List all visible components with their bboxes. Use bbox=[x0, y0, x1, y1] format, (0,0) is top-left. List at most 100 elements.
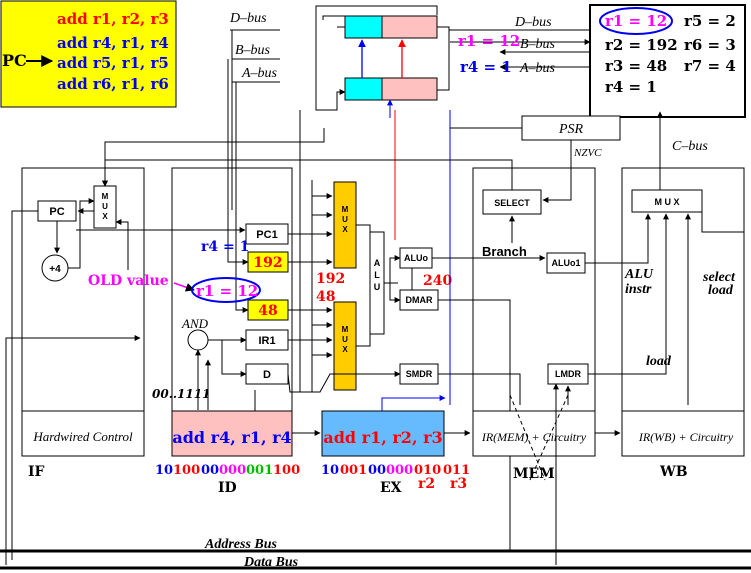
ex-mux1-u: U bbox=[342, 215, 348, 224]
address-bus-label: Address Bus bbox=[204, 537, 278, 552]
reg-r4: r4 = 1 bbox=[605, 78, 657, 96]
system-buses: Address Bus Data Bus bbox=[0, 537, 751, 570]
program-line-3: add r5, r1, r5 bbox=[57, 54, 169, 72]
ir-mem-label: IR(MEM) + Circuitry bbox=[481, 430, 587, 444]
id-instruction: add r4, r1, r4 bbox=[172, 428, 291, 447]
ex-mux2-x: X bbox=[342, 345, 348, 354]
alu-label-l: L bbox=[374, 270, 380, 280]
ex-mux1-x: X bbox=[342, 225, 348, 234]
reg-r3: r3 = 48 bbox=[605, 57, 667, 75]
id-enc-3: 000 bbox=[219, 463, 246, 478]
stage-label-id: ID bbox=[218, 480, 237, 496]
pc-register-label: PC bbox=[49, 206, 64, 218]
stage-label-mem: MEM bbox=[513, 466, 555, 482]
select-load-label-1: select bbox=[702, 270, 736, 285]
id-value-48: 48 bbox=[258, 303, 277, 319]
reg-r2: r2 = 192 bbox=[605, 36, 678, 54]
reg-r6: r6 = 3 bbox=[684, 36, 736, 54]
select-unit-label: SELECT bbox=[494, 198, 530, 208]
ex-enc-0: 10 bbox=[321, 463, 339, 478]
branch-label: Branch bbox=[482, 244, 527, 259]
lmdr-register-label: LMDR bbox=[555, 369, 581, 379]
regfile-bbus-label: B–bus bbox=[520, 37, 556, 52]
regfile-buses: D–bus B–bus A–bus r1 = 12 r4 = 1 bbox=[449, 15, 591, 76]
ir1-register-label: IR1 bbox=[258, 335, 275, 347]
id-enc-0: 10 bbox=[155, 463, 173, 478]
load-label: load bbox=[646, 354, 672, 369]
d-register-label: D bbox=[263, 369, 271, 381]
ir-wb-label: IR(WB) + Circuitry bbox=[638, 430, 734, 444]
and-gate-label: AND bbox=[181, 316, 209, 331]
write-r1-value: r1 = 12 bbox=[458, 32, 520, 50]
id-enc-1: 100 bbox=[173, 463, 200, 478]
aluo-register-label: ALUo bbox=[404, 253, 428, 263]
program-line-2: add r4, r1, r4 bbox=[57, 34, 169, 52]
id-value-192: 192 bbox=[253, 255, 282, 271]
cbus-label: C–bus bbox=[672, 139, 708, 154]
ex-value-240: 240 bbox=[423, 273, 452, 289]
pc1-register-label: PC1 bbox=[256, 229, 277, 241]
ex-stage: M U X M U X A L U 192 48 ALUo DMAR SMDR … bbox=[287, 110, 546, 550]
program-line-4: add r6, r1, r6 bbox=[57, 75, 169, 93]
ex-enc-5: 011 bbox=[443, 463, 470, 478]
r1-old-value: r1 = 12 bbox=[196, 282, 258, 300]
old-value-note: OLD value bbox=[88, 273, 169, 289]
if-stage: PC M U X +4 Hardwired Control IF bbox=[5, 128, 325, 565]
alu-label-a: A bbox=[374, 258, 381, 268]
reg-r1: r1 = 12 bbox=[605, 12, 667, 30]
register-file bbox=[315, 5, 450, 118]
program-line-1: add r1, r2, r3 bbox=[57, 10, 169, 28]
stage-label-ex: EX bbox=[380, 480, 402, 496]
ex-enc-3: 000 bbox=[386, 463, 413, 478]
reg-r7: r7 = 4 bbox=[684, 57, 736, 75]
alu-instr-label-1: ALU bbox=[624, 267, 654, 282]
dmar-register-label: DMAR bbox=[406, 295, 433, 305]
ex-mux2-u: U bbox=[342, 335, 348, 344]
stage-label-wb: WB bbox=[659, 464, 688, 480]
mem-stage: PSR NZVC SELECT Branch ALUo1 LMDR IR(MEM… bbox=[102, 115, 669, 565]
stage-label-if: IF bbox=[28, 464, 45, 480]
ex-r3-label: r3 bbox=[450, 476, 467, 492]
read-r4-value: r4 = 1 bbox=[460, 58, 512, 76]
psr-register-label: PSR bbox=[558, 122, 584, 137]
r4-forwarded-note: r4 = 1 bbox=[201, 239, 249, 255]
plus4-adder-label: +4 bbox=[49, 264, 61, 275]
ex-r2-label: r2 bbox=[418, 476, 435, 492]
id-dbus-label: D–bus bbox=[229, 11, 267, 26]
ex-encoding: 10 001 00 000 010 011 bbox=[321, 463, 470, 478]
id-bbus-label: B–bus bbox=[235, 43, 271, 58]
select-load-label-2: load bbox=[708, 283, 734, 298]
register-values: r1 = 12 r2 = 192 r3 = 48 r4 = 1 r5 = 2 r… bbox=[589, 4, 746, 118]
smdr-register-label: SMDR bbox=[406, 369, 433, 379]
regfile-abus-label: A–bus bbox=[519, 61, 556, 76]
ex-instruction: add r1, r2, r3 bbox=[323, 428, 442, 447]
ex-enc-4: 010 bbox=[414, 463, 441, 478]
hardwired-control-label: Hardwired Control bbox=[32, 429, 133, 444]
alu-instr-label-2: instr bbox=[625, 282, 652, 297]
ex-value-192: 192 bbox=[316, 271, 345, 287]
program-listing: PC add r1, r2, r3 add r4, r1, r4 add r5,… bbox=[0, 0, 177, 108]
regfile-dbus-label: D–bus bbox=[514, 15, 552, 30]
ex-value-48: 48 bbox=[316, 289, 335, 305]
ex-enc-1: 001 bbox=[340, 463, 367, 478]
data-bus-label: Data Bus bbox=[243, 555, 299, 570]
if-mux-label-x: X bbox=[102, 212, 108, 221]
ex-mux1-m: M bbox=[342, 205, 349, 214]
ex-mux2-m: M bbox=[342, 325, 349, 334]
nzvc-flags-label: NZVC bbox=[573, 147, 602, 159]
if-mux-label-u: U bbox=[102, 202, 108, 211]
pc-pointer-label: PC bbox=[2, 51, 27, 70]
ex-enc-2: 00 bbox=[368, 463, 386, 478]
alu-label-u: U bbox=[374, 282, 381, 292]
id-enc-5: 100 bbox=[273, 463, 300, 478]
aluo1-register-label: ALUo1 bbox=[552, 258, 581, 268]
id-enc-4: 001 bbox=[246, 463, 273, 478]
id-enc-2: 00 bbox=[201, 463, 219, 478]
id-stage: D–bus B–bus A–bus PC1 192 48 IR1 D AND 0… bbox=[88, 11, 300, 496]
reg-r5: r5 = 2 bbox=[684, 12, 736, 30]
mask-constant-label: 00..1111 bbox=[152, 387, 210, 401]
wb-stage: C–bus M U X ALU instr select load load I… bbox=[621, 111, 745, 480]
wb-mux-label: M U X bbox=[654, 197, 679, 207]
